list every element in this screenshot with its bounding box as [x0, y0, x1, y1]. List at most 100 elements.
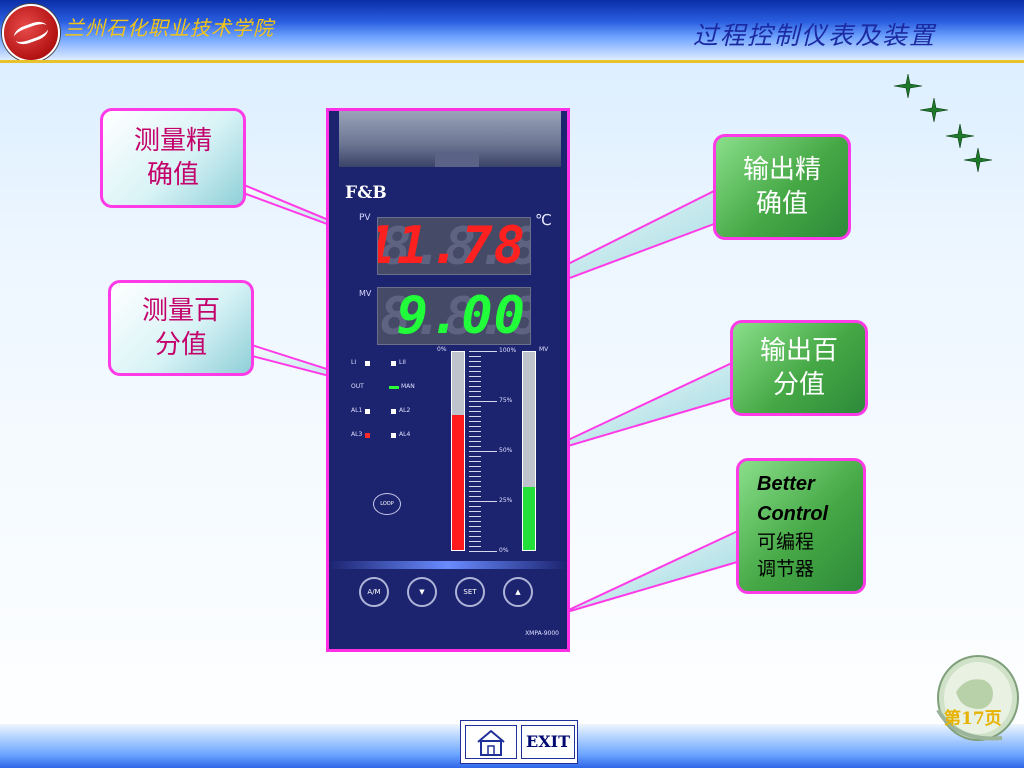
scale-tick — [469, 541, 481, 542]
led-label: AL4 — [399, 431, 411, 438]
scale-tick — [469, 551, 497, 552]
scale-tick — [469, 511, 481, 512]
slide-title: 过程控制仪表及装置 — [692, 21, 936, 50]
scale-tick — [469, 516, 481, 517]
led-dot-icon — [391, 361, 396, 366]
scale-tick — [469, 391, 481, 392]
callout-text: 分值 — [772, 370, 825, 400]
slide-header: 兰州石化职业技术学院 过程控制仪表及装置 — [0, 0, 1024, 62]
up-key-button[interactable]: ▲ — [503, 577, 533, 607]
sparkle-stars-icon — [893, 73, 993, 173]
scale-tick — [469, 381, 481, 382]
led-dot-icon — [391, 433, 396, 438]
pv-display-value: 11.78 — [377, 217, 526, 275]
led-label: AL3 — [351, 431, 363, 438]
callout-mv-percent: 输出百 分值 — [730, 320, 868, 416]
am-key-button[interactable]: A/M — [359, 577, 389, 607]
mv-tag: MV — [359, 289, 372, 298]
scale-tick — [469, 521, 481, 522]
instrument-keypad: A/M ▼ SET ▲ — [359, 577, 549, 617]
scale-tick — [469, 461, 481, 462]
callout-text: 输出精 — [742, 155, 821, 185]
led-row: OUT MAN — [351, 383, 441, 395]
scale-tick — [469, 471, 481, 472]
mv-bargraph-fill — [523, 486, 535, 550]
led-label: MAN — [401, 383, 415, 390]
scale-tick — [469, 376, 481, 377]
scale-tick — [469, 396, 481, 397]
scale-tick — [469, 491, 481, 492]
led-label: LII — [399, 359, 406, 366]
led-dot-icon — [365, 433, 370, 438]
pv-bar-label: 0% — [437, 346, 447, 353]
callout-text: Better — [757, 473, 815, 495]
scale-tick — [469, 356, 481, 357]
scale-tick — [469, 366, 481, 367]
scale-tick — [469, 451, 497, 452]
scale-tick — [469, 431, 481, 432]
school-name: 兰州石化职业技术学院 — [64, 16, 274, 40]
pv-display: 8.8.8.8 11.78 — [377, 217, 531, 275]
scale-tick — [469, 486, 481, 487]
callout-text: Control — [757, 503, 829, 525]
led-label: OUT — [351, 383, 364, 390]
model-number: XMPA-9000 — [525, 630, 559, 637]
callout-controller: Better Control 可编程 调节器 — [736, 458, 866, 594]
pv-tag: PV — [359, 213, 371, 223]
led-row: AL3 AL4 — [351, 431, 441, 443]
home-icon — [477, 729, 505, 756]
exit-button[interactable]: EXIT — [521, 725, 575, 759]
school-logo-icon — [2, 4, 60, 62]
callout-mv-precise: 输出精 确值 — [713, 134, 851, 240]
led-label: LI — [351, 359, 357, 366]
callout-text: 可编程 — [757, 531, 815, 553]
led-dot-icon — [365, 361, 370, 366]
scale-tick — [469, 351, 497, 352]
led-label: AL1 — [351, 407, 363, 414]
scale-tick — [469, 421, 481, 422]
loop-button[interactable]: LOOP — [373, 493, 401, 515]
callout-text: 确值 — [146, 160, 199, 190]
callout-text: 测量百 — [141, 296, 220, 326]
home-button[interactable] — [465, 725, 517, 759]
set-key-button[interactable]: SET — [455, 577, 485, 607]
led-dot-icon — [365, 409, 370, 414]
bargraph-scale: 100%75%50%25%0% — [469, 347, 529, 554]
led-row: LI LII — [351, 359, 441, 371]
instrument-brand: F&B — [345, 183, 387, 203]
instrument-band — [329, 561, 567, 569]
mv-display-value: 9.00 — [396, 287, 526, 345]
scale-tick — [469, 506, 481, 507]
scale-tick — [469, 446, 481, 447]
callout-pv-precise: 测量精 确值 — [100, 108, 246, 208]
globe-icon — [936, 655, 1019, 741]
indicator-leds: LI LII OUT MAN AL1 AL2 AL3 AL4 — [351, 359, 441, 455]
scale-tick — [469, 456, 481, 457]
mv-bar-label: MV — [539, 346, 549, 353]
scale-tick — [469, 401, 497, 402]
scale-label: 100% — [499, 347, 517, 354]
callout-text: 输出百 — [759, 336, 838, 366]
mv-bargraph — [522, 351, 536, 551]
housing-clip — [435, 153, 479, 167]
scale-tick — [469, 426, 481, 427]
scale-tick — [469, 481, 481, 482]
down-key-button[interactable]: ▼ — [407, 577, 437, 607]
scale-tick — [469, 531, 481, 532]
mv-display: 8.8.8.8 9.00 — [377, 287, 531, 345]
led-label: AL2 — [399, 407, 411, 414]
scale-tick — [469, 386, 481, 387]
scale-label: 25% — [499, 497, 513, 504]
scale-tick — [469, 466, 481, 467]
scale-tick — [469, 476, 481, 477]
led-dot-icon — [389, 386, 399, 389]
scale-label: 0% — [499, 547, 509, 554]
scale-label: 75% — [499, 397, 513, 404]
scale-tick — [469, 496, 481, 497]
callout-text: 测量精 — [133, 126, 212, 156]
led-dot-icon — [391, 409, 396, 414]
header-divider — [0, 60, 1024, 63]
callout-pv-percent: 测量百 分值 — [108, 280, 254, 376]
scale-tick — [469, 536, 481, 537]
mv-display-ghost: 8.8.8.8 — [380, 287, 530, 345]
